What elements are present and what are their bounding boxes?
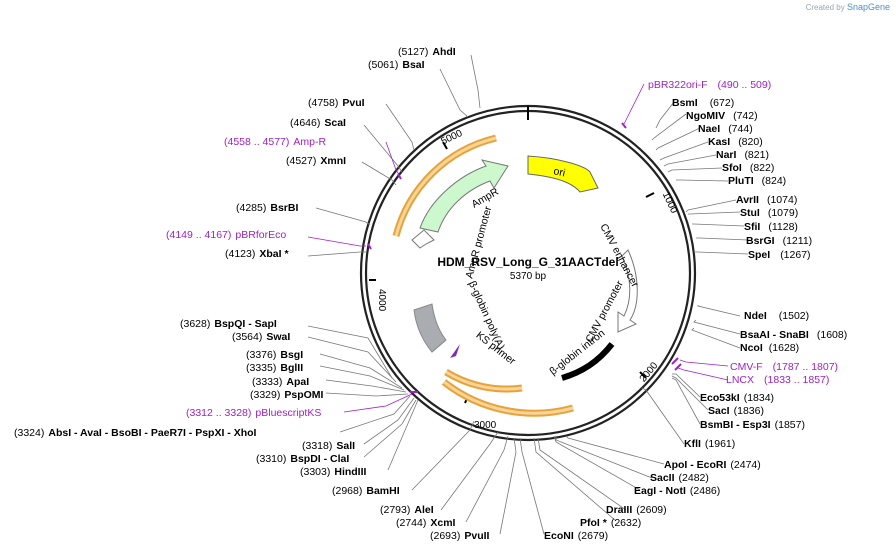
ori-feature[interactable]: [527, 155, 599, 193]
site-label-alei[interactable]: (2793)AleI: [380, 504, 434, 516]
primer-label-lncx[interactable]: LNCX(1833 .. 1857): [726, 374, 829, 386]
leader-lines: [307, 54, 749, 535]
site-label-bglii[interactable]: (3335)BglII: [246, 362, 303, 374]
tick-label-5000: 5000: [439, 128, 464, 148]
site-label-eco53ki[interactable]: Eco53kI(1834): [700, 392, 774, 404]
site-label-kasi[interactable]: KasI(820): [708, 136, 763, 148]
site-label-sfii[interactable]: SfiI(1128): [744, 221, 798, 233]
site-label-bspdi-clai[interactable]: (3310)BspDI - ClaI: [256, 453, 349, 465]
site-label-kfli[interactable]: KflI(1961): [684, 438, 735, 450]
site-label-pvui[interactable]: (4758)PvuI: [308, 97, 365, 109]
site-label-ngomiv[interactable]: NgoMIV(742): [686, 110, 758, 122]
site-label-bspqi-sapi[interactable]: (3628)BspQI - SapI: [180, 318, 277, 330]
site-label-sfoi[interactable]: SfoI(822): [722, 162, 774, 174]
site-label-ncoi[interactable]: NcoI(1628): [740, 342, 799, 354]
ampr-feature[interactable]: [419, 159, 509, 233]
site-label-absi-xhoi[interactable]: (3324)AbsI - AvaI - BsoBI - PaeR7I - Psp…: [14, 427, 257, 439]
plasmid-name: HDM_RSV_Long_G_31AACTdel: [437, 255, 618, 269]
primer-tick-marks: [367, 122, 682, 393]
tick-label-3000: 3000: [474, 420, 497, 431]
primer-label-pbrforeco[interactable]: (4149 .. 4167)pBRforEco: [166, 229, 286, 241]
tick-label-4000: 4000: [376, 289, 387, 312]
site-label-ahdi[interactable]: (5127)AhdI: [398, 46, 456, 58]
site-label-bsrbi[interactable]: (4285)BsrBI: [236, 202, 298, 214]
snapgene-logo: SnapGene: [846, 2, 890, 12]
site-label-bsaai-snabi[interactable]: BsaAI - SnaBI(1608): [740, 329, 847, 341]
ks-primer-arrow: [450, 344, 460, 358]
site-label-xcmi[interactable]: (2744)XcmI: [396, 517, 456, 529]
site-label-pfoi[interactable]: PfoI *(2632): [580, 517, 641, 529]
beta-globin-intron-feature[interactable]: [561, 342, 615, 381]
site-label-pvuii[interactable]: (2693)PvuII: [430, 530, 490, 542]
primer-label-amp-r[interactable]: (4558 .. 4577)Amp-R: [224, 136, 326, 148]
ori-label: ori: [552, 165, 566, 179]
site-label-scai[interactable]: (4646)ScaI: [290, 117, 346, 129]
plasmid-size: 5370 bp: [510, 271, 547, 282]
site-label-apoi-ecori[interactable]: ApoI - EcoRI(2474): [664, 459, 761, 471]
site-label-stui[interactable]: StuI(1079): [740, 207, 798, 219]
site-label-bsmbi-esp3i[interactable]: BsmBI - Esp3I(1857): [700, 419, 805, 431]
site-label-avrii[interactable]: AvrII(1074): [736, 194, 797, 206]
site-label-xbai[interactable]: (4123)XbaI *: [225, 248, 289, 260]
site-label-bsmi[interactable]: BsmI(672): [672, 97, 734, 109]
ampr-promoter-feature[interactable]: [411, 229, 435, 249]
site-label-saci[interactable]: SacI(1836): [708, 405, 764, 417]
site-label-nari[interactable]: NarI(821): [716, 149, 769, 161]
site-label-bsrgi[interactable]: BsrGI(1211): [746, 235, 812, 247]
site-label-swai[interactable]: (3564)SwaI: [232, 331, 290, 343]
snapgene-watermark: Created by SnapGene: [805, 2, 890, 12]
site-label-naei[interactable]: NaeI(744): [698, 123, 753, 135]
beta-globin-polya-feature[interactable]: [413, 303, 447, 353]
site-label-sacii[interactable]: SacII(2482): [650, 472, 709, 484]
site-label-bsgi[interactable]: (3376)BsgI: [246, 349, 303, 361]
primer-label-pbr322ori-f[interactable]: pBR322ori-F(490 .. 509): [648, 79, 771, 91]
site-label-econi[interactable]: EcoNI(2679): [544, 530, 608, 542]
site-label-pspomi[interactable]: (3329)PspOMI: [250, 389, 324, 401]
site-label-sali[interactable]: (3318)SalI: [302, 440, 355, 452]
site-label-bamhi[interactable]: (2968)BamHI: [332, 485, 400, 497]
site-label-ndei[interactable]: NdeI(1502): [744, 310, 809, 322]
cmv-enhancer-feature[interactable]: [617, 249, 638, 333]
site-label-hindiii[interactable]: (3303)HindIII: [300, 466, 367, 478]
site-label-spei[interactable]: SpeI(1267): [748, 249, 811, 261]
site-label-bsai[interactable]: (5061)BsaI: [368, 59, 425, 71]
site-label-apai[interactable]: (3333)ApaI: [252, 376, 309, 388]
site-label-draiii[interactable]: DraIII(2609): [606, 504, 667, 516]
primer-label-pbluescriptks[interactable]: (3312 .. 3328)pBluescriptKS: [186, 407, 321, 419]
site-label-pluti[interactable]: PluTI(824): [728, 175, 786, 187]
site-label-eagi-noti[interactable]: EagI - NotI(2486): [634, 485, 720, 497]
site-label-xmni[interactable]: (4527)XmnI: [286, 155, 346, 167]
primer-label-cmv-f[interactable]: CMV-F(1787 .. 1807): [730, 361, 838, 373]
